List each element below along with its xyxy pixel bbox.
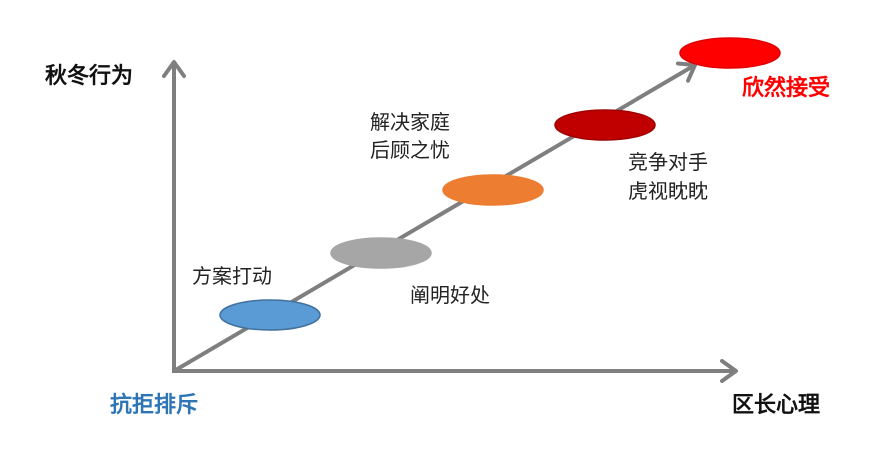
stage-label-2: 阐明好处 [410, 283, 490, 307]
stage-label-3-line-2: 后顾之忧 [370, 138, 450, 162]
stage-marker-5 [679, 37, 781, 69]
stage-marker-3 [442, 174, 544, 206]
y-axis-title: 秋冬行为 [45, 64, 134, 89]
x-axis-title: 区长心理 [732, 393, 821, 418]
stage-label-4-line-1: 竞争对手 [628, 150, 708, 174]
stage-marker-2 [330, 237, 432, 269]
origin-label: 抗拒排斥 [110, 393, 199, 418]
stage-label-4-line-2: 虎视眈眈 [628, 179, 708, 203]
end-label: 欣然接受 [742, 76, 831, 101]
stage-marker-1 [219, 299, 321, 331]
stage-label-3-line-1: 解决家庭 [370, 110, 450, 134]
stage-label-1: 方案打动 [192, 264, 272, 288]
stage-marker-4 [554, 109, 656, 141]
